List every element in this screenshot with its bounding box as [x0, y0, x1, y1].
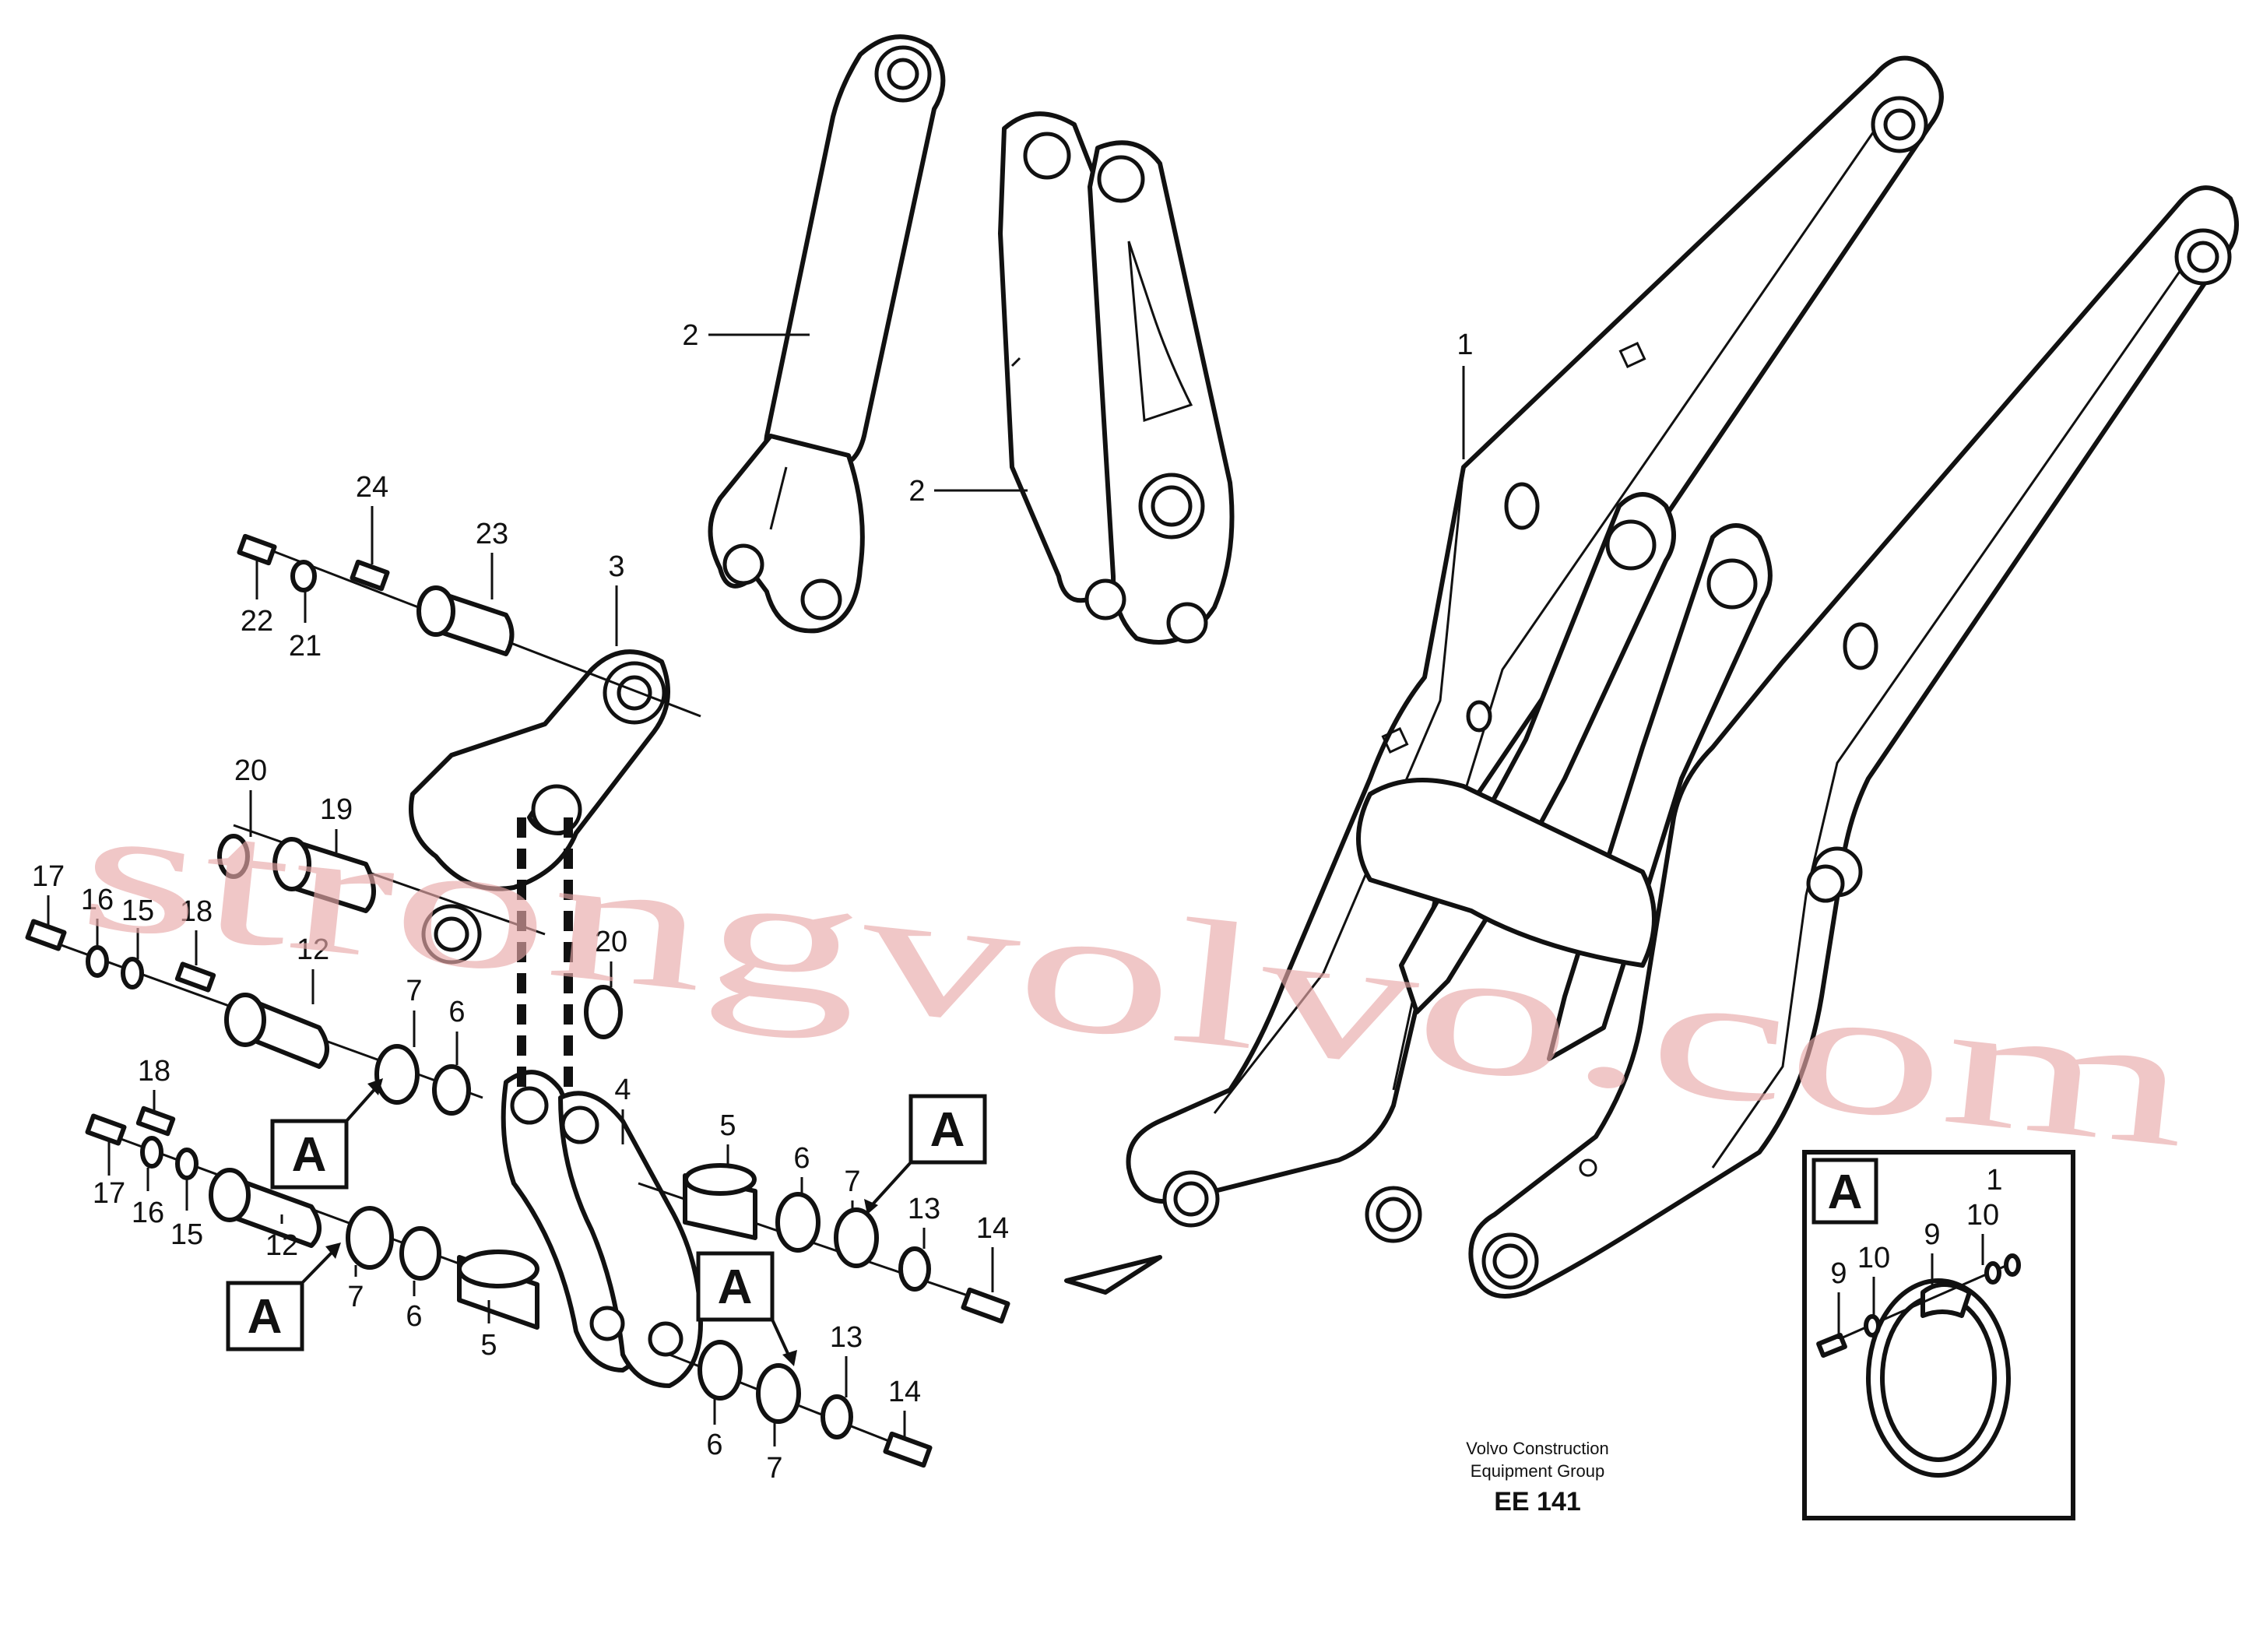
- svg-text:A: A: [930, 1103, 965, 1157]
- callout-2: 2: [908, 475, 925, 508]
- callout-24: 24: [356, 471, 388, 504]
- hardware-upper: [25, 533, 1162, 1468]
- callout-22: 21: [289, 630, 322, 663]
- callout-9: 9: [1830, 1257, 1847, 1290]
- detail-view-a: A: [1802, 1150, 2075, 1520]
- callout-19: 19: [320, 793, 353, 826]
- callout-1: 1: [1986, 1164, 2002, 1197]
- callout-13: 13: [908, 1193, 940, 1225]
- callout-12: 12: [265, 1229, 298, 1262]
- footer-group: Equipment Group: [1471, 1461, 1604, 1481]
- callout-20: 20: [595, 926, 627, 958]
- callout-4: 4: [614, 1074, 631, 1106]
- callout-9: 9: [1924, 1218, 1940, 1251]
- callout-5: 5: [719, 1109, 736, 1142]
- callout-6: 6: [706, 1429, 722, 1461]
- callout-6: 6: [793, 1142, 810, 1175]
- callout-16: 16: [81, 884, 114, 916]
- detail-view-title: A: [1828, 1165, 1863, 1219]
- callout-3: 3: [608, 550, 624, 583]
- callout-15: 15: [121, 895, 154, 927]
- svg-text:A: A: [292, 1128, 327, 1182]
- callout-23: 22: [241, 605, 273, 638]
- link-rod-part-2: [708, 34, 946, 634]
- bellcrank-part-3: [409, 649, 670, 965]
- callout-12: 12: [297, 933, 329, 966]
- callout-1: 1: [1457, 329, 1473, 361]
- callout-14: 14: [888, 1376, 921, 1408]
- marker-a-1: A: [270, 1078, 383, 1190]
- callout-17: 17: [32, 860, 65, 893]
- callout-10: 10: [1857, 1242, 1890, 1274]
- lower-links-part-4: [501, 1070, 703, 1388]
- callout-20: 20: [234, 754, 267, 787]
- callout-7: 7: [844, 1165, 860, 1198]
- link-plate-part-2: [998, 111, 1235, 645]
- callout-7: 7: [347, 1281, 364, 1313]
- callout-13: 13: [830, 1321, 863, 1354]
- callout-6: 6: [406, 1300, 422, 1333]
- callout-10: 10: [1966, 1199, 1999, 1232]
- callout-16: 16: [132, 1197, 164, 1229]
- callouts: 1 2 2 3 24 23 22 21 20 19 17 16: [32, 319, 2003, 1485]
- callout-6: 6: [448, 996, 465, 1028]
- marker-a-3: A: [864, 1094, 987, 1214]
- section-markers: A A A A: [226, 1078, 987, 1366]
- callout-21: 23: [476, 518, 508, 550]
- callout-7: 7: [406, 975, 422, 1007]
- footer-company: Volvo Construction: [1466, 1439, 1608, 1458]
- callout-17: 17: [93, 1177, 125, 1210]
- callout-2: 2: [682, 319, 698, 352]
- footer: Volvo Construction Equipment Group EE 14…: [1466, 1439, 1608, 1517]
- marker-a-4: A: [696, 1251, 797, 1366]
- callout-18: 18: [138, 1055, 170, 1088]
- callout-15: 15: [170, 1218, 203, 1251]
- watermark-text: strongvolvo.com: [72, 766, 2198, 1185]
- callout-5: 5: [480, 1329, 497, 1362]
- footer-code: EE 141: [1494, 1487, 1581, 1517]
- callout-18: 18: [180, 895, 213, 928]
- assembly-dash-lines: [517, 817, 573, 1090]
- marker-a-2: A: [226, 1243, 341, 1351]
- callout-7: 7: [766, 1452, 782, 1485]
- svg-text:A: A: [718, 1260, 753, 1314]
- svg-text:A: A: [248, 1290, 283, 1344]
- lift-arm-frame: [1126, 55, 2239, 1299]
- callout-14: 14: [976, 1212, 1009, 1245]
